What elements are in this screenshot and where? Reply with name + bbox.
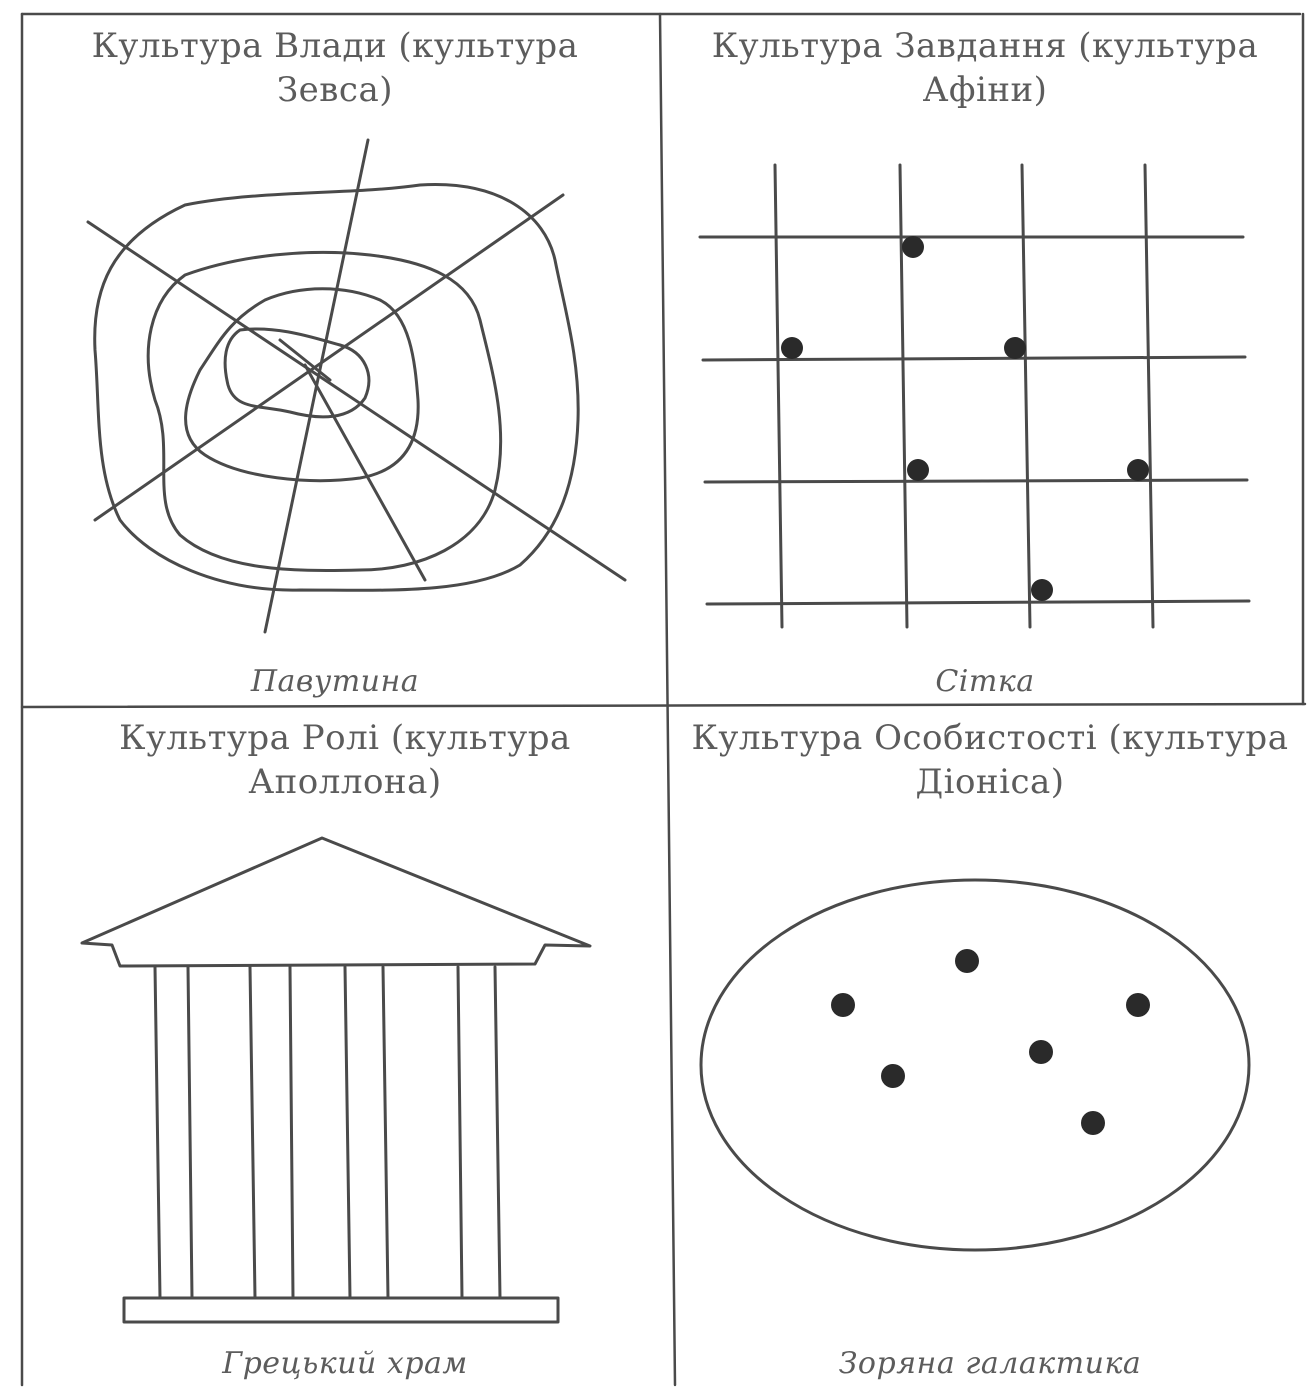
quadrant-title: Культура Ролі (культура Аполлона) xyxy=(30,716,660,804)
galaxy-star xyxy=(1029,1040,1053,1064)
quadrant-caption: Грецький храм xyxy=(222,1346,468,1381)
greek-temple-icon xyxy=(80,836,592,1324)
grid-node xyxy=(781,337,803,359)
quadrant-caption: Зоряна галактика xyxy=(838,1346,1142,1381)
grid-node xyxy=(1031,579,1053,601)
grid-node xyxy=(907,459,929,481)
galaxy-star xyxy=(1081,1111,1105,1135)
title-line-2: Афіни) xyxy=(922,70,1048,110)
title-line-1: Культура Ролі (культура xyxy=(119,718,571,758)
quadrant-title: Культура Завдання (культура Афіни) xyxy=(675,24,1295,112)
galaxy-star xyxy=(831,993,855,1017)
title-line-1: Культура Влади (культура xyxy=(91,26,579,66)
galaxy-star xyxy=(955,949,979,973)
grid-node xyxy=(902,236,924,258)
divider-horizontal xyxy=(20,702,1307,709)
divider-vertical xyxy=(658,12,677,1387)
grid-node xyxy=(1127,459,1149,481)
quadrant-caption: Сітка xyxy=(935,664,1035,699)
galaxy-star xyxy=(1126,993,1150,1017)
title-line-2: Зевса) xyxy=(276,70,394,110)
quadrant-title: Культура Особистості (культура Діоніса) xyxy=(680,716,1300,804)
galaxy-star xyxy=(881,1064,905,1088)
title-line-1: Культура Завдання (культура xyxy=(711,26,1259,66)
grid-nodes xyxy=(781,236,1149,601)
grid-node xyxy=(1004,337,1026,359)
galaxy-icon xyxy=(699,878,1251,1252)
spider-web-icon xyxy=(86,138,627,634)
title-line-2: Діоніса) xyxy=(915,762,1065,802)
quadrant-title: Культура Влади (культура Зевса) xyxy=(30,24,640,112)
grid-icon xyxy=(698,163,1251,629)
quadrant-caption: Павутина xyxy=(250,664,420,699)
title-line-2: Аполлона) xyxy=(248,762,442,802)
title-line-1: Культура Особистості (культура xyxy=(691,718,1289,758)
